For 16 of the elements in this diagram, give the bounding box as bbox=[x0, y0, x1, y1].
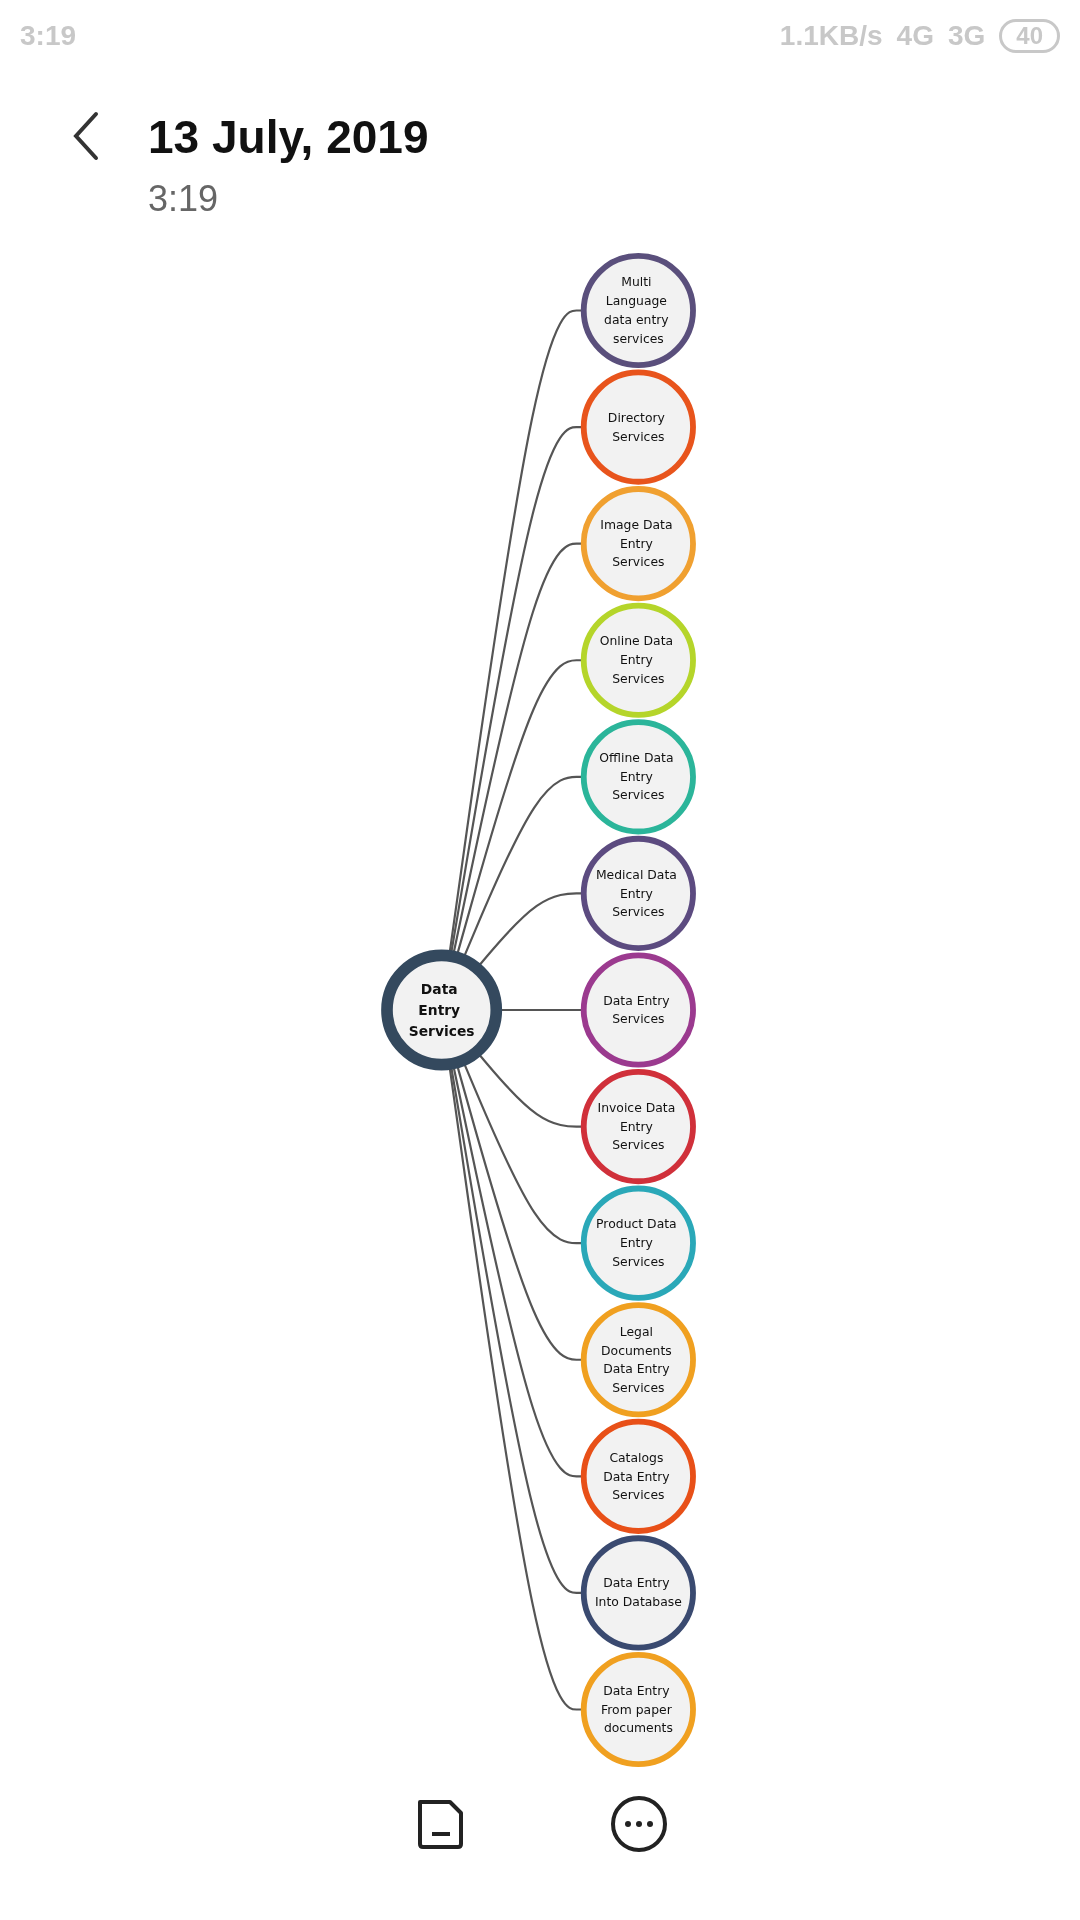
node-circle: Catalogs Data Entry Services bbox=[580, 1418, 696, 1534]
node-circle: Directory Services bbox=[580, 369, 696, 485]
time-text: 3:19 bbox=[148, 178, 219, 220]
node-circle: Data Entry Into Database bbox=[580, 1535, 696, 1651]
node-circle: Invoice Data Entry Services bbox=[580, 1069, 696, 1185]
node-circle: Image Data Entry Services bbox=[580, 486, 696, 602]
node-circle: Multi Language data entry services bbox=[580, 252, 696, 369]
node-circle: Offline Data Entry Services bbox=[580, 719, 696, 835]
node-circle: Product Data Entry Services bbox=[580, 1185, 696, 1301]
node-circle: Online Data Entry Services bbox=[580, 602, 696, 718]
node-circle: Data Entry From paper documents bbox=[580, 1651, 696, 1768]
node-circle: Legal Documents Data Entry Services bbox=[580, 1302, 696, 1418]
node-circle: Medical Data Entry Services bbox=[580, 835, 696, 951]
node-circle: Data Entry Services bbox=[580, 952, 696, 1068]
date-heading: 13 July, 2019 bbox=[148, 110, 429, 164]
node-circle: Data Entry Services bbox=[381, 949, 503, 1071]
